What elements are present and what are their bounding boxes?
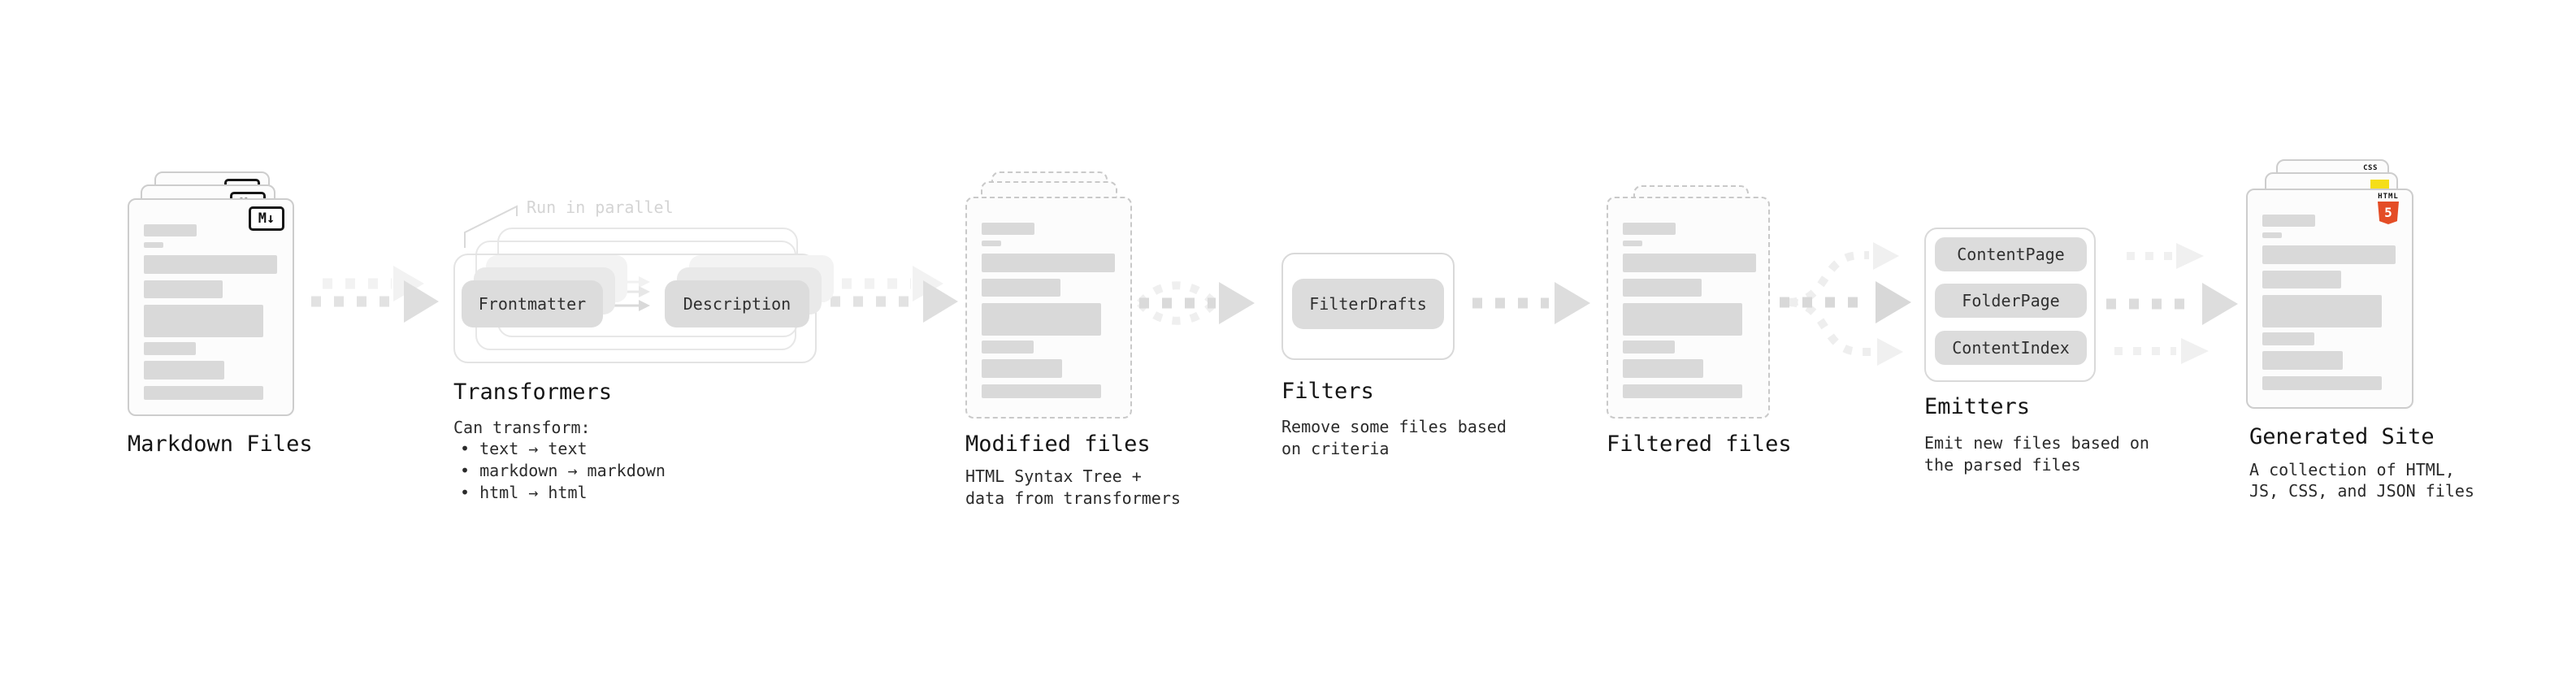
stage-title-generated: Generated Site — [2249, 424, 2435, 449]
emitter-pill-contentpage: ContentPage — [1935, 237, 2087, 271]
arrow-converge-to-filters — [1137, 281, 1255, 325]
skeleton-line — [982, 359, 1062, 378]
skeleton-line — [1623, 223, 1676, 235]
skeleton-line — [2262, 245, 2396, 264]
skeleton-line — [2262, 271, 2341, 288]
skeleton-line — [982, 384, 1101, 398]
arrow-diverge-to-emitters — [1780, 242, 1911, 366]
transformer-pill-frontmatter: Frontmatter — [462, 280, 603, 327]
html5-file-icon: HTML 5 — [2371, 193, 2405, 224]
html5-number: 5 — [2384, 205, 2392, 220]
html5-shield: 5 — [2378, 202, 2399, 224]
emitters-desc-line: the parsed files — [1924, 455, 2081, 475]
generated-desc-line: A collection of HTML, — [2249, 460, 2455, 479]
skeleton-line — [144, 305, 263, 337]
transformers-desc-line: • text → text — [460, 439, 588, 458]
skeleton-line — [1623, 359, 1703, 378]
skeleton-line — [144, 361, 224, 380]
transformers-desc-line: Can transform: — [453, 418, 591, 437]
arrow-filters-to-filtered — [1472, 282, 1590, 324]
skeleton-line — [1623, 340, 1675, 354]
skeleton-line — [2262, 376, 2382, 390]
stage-title-filters: Filters — [1281, 379, 1374, 404]
transformers-desc-line: • html → html — [460, 483, 588, 502]
modified-file-card-front — [965, 197, 1132, 419]
skeleton-line — [2262, 232, 2282, 238]
modified-desc-line: HTML Syntax Tree + — [965, 466, 1142, 486]
skeleton-line — [982, 241, 1001, 246]
skeleton-line — [2262, 332, 2314, 345]
modified-desc-line: data from transformers — [965, 488, 1181, 508]
filter-pill-filterdrafts: FilterDrafts — [1292, 279, 1444, 329]
filters-desc-line: Remove some files based — [1281, 417, 1507, 436]
emitter-pill-folderpage: FolderPage — [1935, 284, 2087, 318]
arrow-transformers-to-modified — [830, 266, 958, 323]
parallel-note-leader-line — [464, 205, 518, 248]
skeleton-line — [1623, 241, 1642, 246]
html5-icon-label: HTML — [2378, 193, 2399, 201]
emitters-desc-line: Emit new files based on — [1924, 433, 2149, 453]
skeleton-line — [2262, 295, 2382, 327]
skeleton-line — [144, 386, 263, 400]
site-file-card-front: HTML 5 — [2246, 189, 2413, 409]
stage-title-transformers: Transformers — [453, 380, 613, 405]
skeleton-line — [1623, 254, 1756, 272]
css-icon-label: CSS — [2363, 164, 2378, 172]
stage-title-emitters: Emitters — [1924, 394, 2031, 419]
skeleton-line — [144, 280, 223, 298]
skeleton-line — [982, 254, 1115, 272]
skeleton-line — [982, 279, 1060, 297]
skeleton-line — [982, 340, 1034, 354]
stage-title-filtered: Filtered files — [1607, 432, 1792, 457]
arrow-markdown-to-transformers — [311, 266, 439, 323]
skeleton-line — [144, 224, 197, 236]
skeleton-line — [1623, 384, 1742, 398]
filters-desc-line: on criteria — [1281, 439, 1390, 458]
skeleton-line — [982, 223, 1034, 235]
transformers-desc-line: • markdown → markdown — [460, 461, 666, 480]
skeleton-line — [144, 255, 277, 274]
skeleton-line — [2262, 351, 2343, 370]
generated-desc-line: JS, CSS, and JSON files — [2249, 481, 2474, 501]
skeleton-line — [1623, 303, 1742, 336]
arrows-emitters-to-site — [2106, 243, 2238, 364]
transformer-pill-description: Description — [665, 280, 809, 327]
skeleton-line — [2262, 215, 2315, 227]
skeleton-line — [144, 242, 163, 248]
parallel-note: Run in parallel — [527, 197, 674, 217]
stage-title-markdown: Markdown Files — [128, 432, 313, 457]
skeleton-line — [144, 342, 196, 355]
skeleton-line — [982, 303, 1101, 336]
skeleton-line — [1623, 279, 1702, 297]
filtered-file-card-front — [1607, 197, 1770, 419]
emitter-pill-contentindex: ContentIndex — [1935, 331, 2087, 365]
stage-title-modified: Modified files — [965, 432, 1151, 457]
markdown-file-card-front: M↓ — [128, 198, 294, 416]
markdown-icon: M↓ — [249, 206, 284, 231]
